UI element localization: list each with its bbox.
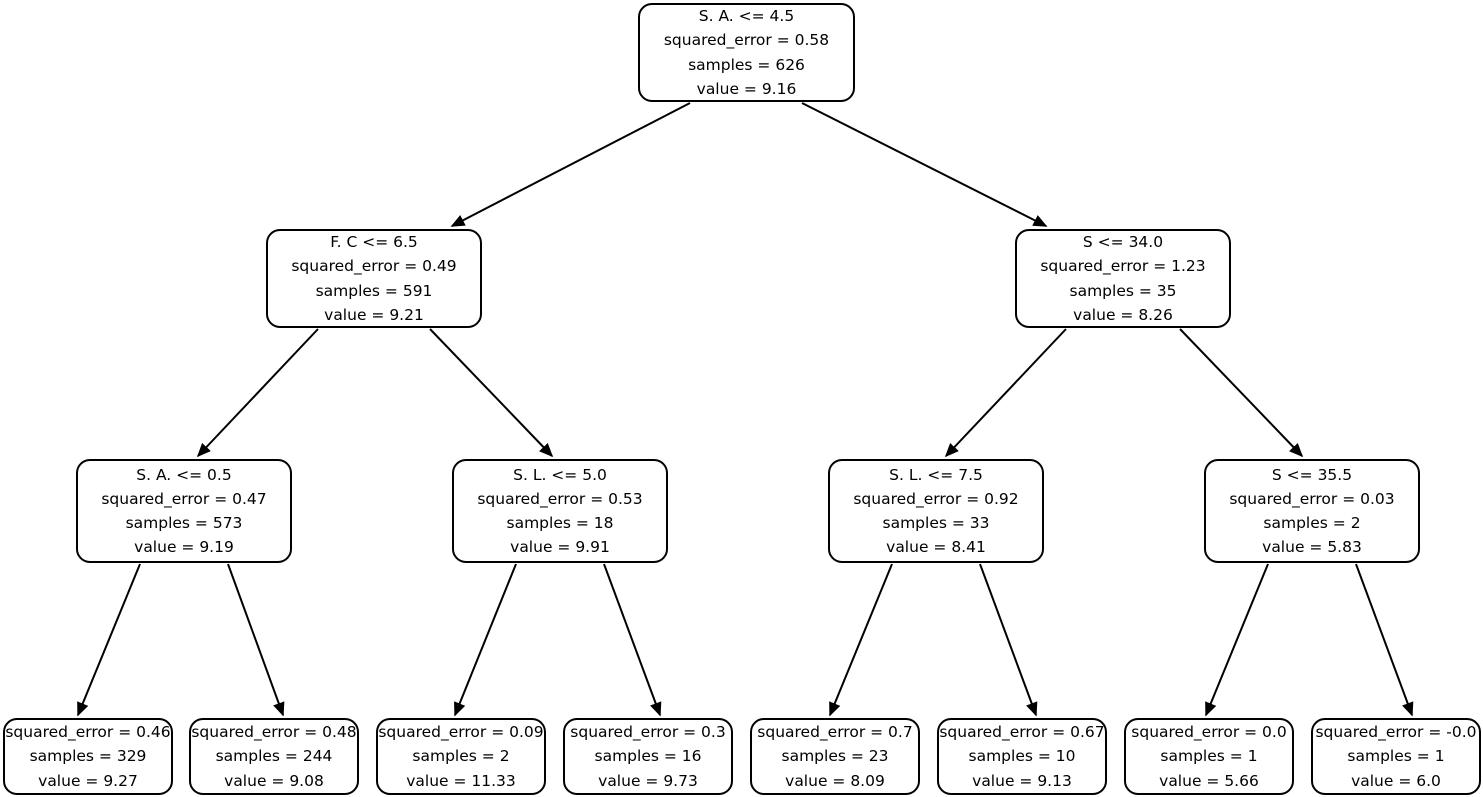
node-condition: S. A. <= 4.5 [698,7,795,26]
tree-edge-left [196,328,319,458]
node-squared-error: squared_error = 0.47 [101,489,267,508]
tree-node-root-n0: S. A. <= 4.5 squared_error = 0.58 samples … [638,3,855,102]
node-value: value = 9.13 [972,771,1072,790]
node-samples: samples = 23 [781,747,889,766]
node-samples: samples = 16 [594,747,702,766]
node-condition: S. L. <= 5.0 [513,465,607,484]
tree-edge-left [829,563,893,717]
node-value: value = 9.19 [134,538,234,557]
node-value: value = 6.0 [1351,771,1441,790]
node-value: value = 9.27 [38,771,138,790]
node-value: value = 5.83 [1262,538,1362,557]
node-samples: samples = 2 [412,747,510,766]
tree-edge-left [454,563,517,717]
node-samples: samples = 244 [215,747,333,766]
node-squared-error: squared_error = 0.48 [191,723,357,742]
node-samples: samples = 573 [125,514,243,532]
tree-node-internal-n3: S. A. <= 0.5 squared_error = 0.47 samples … [76,459,292,563]
node-squared-error: squared_error = -0.0 [1315,723,1477,742]
tree-node-leaf-n11: squared_error = 0.7 samples = 23 value = 8… [750,718,920,795]
node-samples: samples = 35 [1069,281,1177,300]
tree-node-internal-n4: S. L. <= 5.0 squared_error = 0.53 samples … [452,459,668,563]
node-value: value = 11.33 [406,771,516,790]
node-squared-error: squared_error = 0.92 [853,489,1019,508]
node-samples: samples = 2 [1263,514,1361,532]
node-squared-error: squared_error = 0.46 [5,723,171,742]
node-value: value = 8.41 [886,538,986,557]
node-condition: F. C <= 6.5 [330,233,418,252]
tree-node-internal-n6: S <= 35.5 squared_error = 0.03 samples = 2… [1204,459,1420,563]
tree-edge-left [1205,563,1269,717]
node-value: value = 9.16 [696,79,797,98]
node-condition: S. A. <= 0.5 [136,465,232,484]
tree-node-internal-n5: S. L. <= 7.5 squared_error = 0.92 samples … [828,459,1044,563]
node-value: value = 9.91 [510,538,610,557]
tree-edge-right [603,563,662,717]
node-squared-error: squared_error = 0.53 [477,489,643,508]
node-squared-error: squared_error = 0.67 [939,723,1105,742]
tree-node-leaf-n12: squared_error = 0.67 samples = 10 value = … [937,718,1107,795]
node-condition: S <= 34.0 [1082,233,1164,252]
node-squared-error: squared_error = 0.3 [570,723,726,742]
node-samples: samples = 18 [506,514,614,532]
node-samples: samples = 10 [968,747,1076,766]
node-squared-error: squared_error = 0.49 [291,257,457,276]
node-squared-error: squared_error = 0.03 [1229,489,1395,508]
node-samples: samples = 626 [688,55,805,74]
tree-node-internal-n2: S <= 34.0 squared_error = 1.23 samples = 3… [1015,229,1231,328]
node-squared-error: squared_error = 0.7 [757,723,913,742]
tree-edge-left [77,563,141,717]
node-samples: samples = 329 [29,747,147,766]
node-samples: samples = 33 [882,514,990,532]
node-squared-error: squared_error = 1.23 [1040,257,1206,276]
tree-node-leaf-n9: squared_error = 0.09 samples = 2 value = 1… [376,718,546,795]
node-samples: samples = 1 [1160,747,1258,766]
tree-edge-right [429,328,554,458]
tree-node-leaf-n10: squared_error = 0.3 samples = 16 value = 9… [563,718,733,795]
node-value: value = 5.66 [1159,771,1259,790]
node-squared-error: squared_error = 0.58 [663,31,830,50]
tree-edge-right [227,563,285,717]
node-condition: S <= 35.5 [1271,465,1353,484]
node-value: value = 8.26 [1073,305,1173,324]
node-samples: samples = 1 [1347,747,1445,766]
tree-edge-right [1355,563,1414,717]
node-squared-error: squared_error = 0.0 [1131,723,1287,742]
tree-edges [77,102,1414,717]
node-condition: S. L. <= 7.5 [889,465,983,484]
tree-edge-right [1179,328,1304,458]
tree-node-leaf-n13: squared_error = 0.0 samples = 1 value = 5.… [1124,718,1294,795]
node-value: value = 9.08 [224,771,324,790]
tree-edge-right [979,563,1038,717]
node-samples: samples = 591 [315,281,433,300]
tree-edge-left [944,328,1067,458]
node-value: value = 9.21 [324,305,424,324]
tree-node-leaf-n7: squared_error = 0.46 samples = 329 value =… [3,718,173,795]
node-squared-error: squared_error = 0.09 [378,723,544,742]
tree-node-internal-n1: F. C <= 6.5 squared_error = 0.49 samples =… [266,229,482,328]
tree-node-leaf-n8: squared_error = 0.48 samples = 244 value =… [189,718,359,795]
node-value: value = 9.73 [598,771,698,790]
tree-edge-left [450,102,691,227]
tree-edge-right [801,102,1048,227]
tree-node-leaf-n14: squared_error = -0.0 samples = 1 value = 6… [1311,718,1481,795]
node-value: value = 8.09 [785,771,885,790]
